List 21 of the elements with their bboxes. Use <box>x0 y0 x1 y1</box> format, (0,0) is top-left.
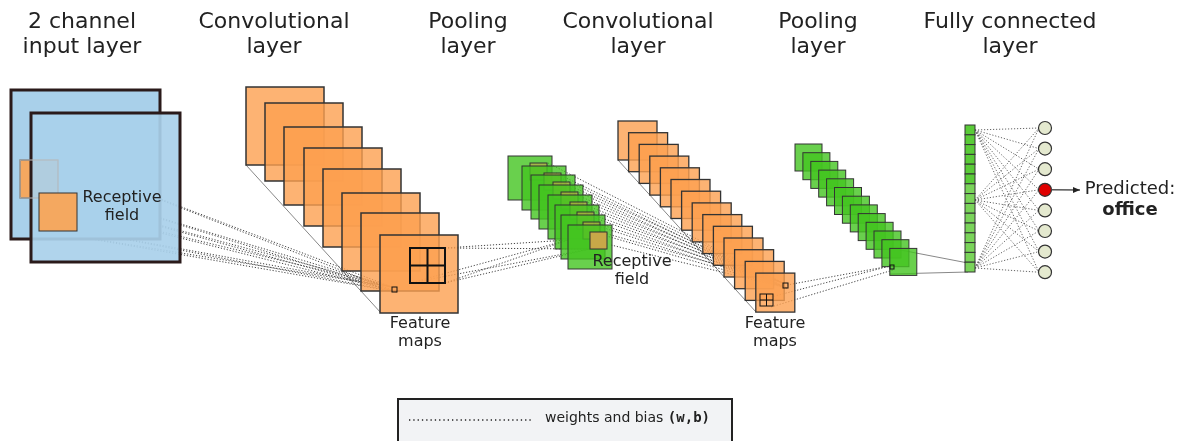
legend-text: weights and bias (w,b) <box>545 409 710 425</box>
layer-heading: Convolutional layer <box>561 8 715 59</box>
output-neuron <box>1037 120 1053 136</box>
feature-maps-label: Feature maps <box>743 314 807 351</box>
output-neuron <box>1037 265 1053 280</box>
layer-heading: Pooling layer <box>777 8 859 59</box>
layer-heading: Fully connected layer <box>922 8 1098 59</box>
predicted-class: office <box>1102 198 1158 220</box>
prediction-label: Predicted: <box>1084 178 1176 199</box>
output-neuron <box>1037 223 1053 239</box>
output-neuron <box>1037 244 1053 259</box>
output-neuron <box>1037 203 1053 218</box>
layer-heading: Pooling layer <box>427 8 509 59</box>
output-neuron <box>1037 162 1053 177</box>
layer-heading: Convolutional layer <box>197 8 351 59</box>
layer-heading: 2 channel input layer <box>21 8 143 59</box>
output-neuron <box>1037 141 1053 156</box>
receptive-field-label: Receptive field <box>81 188 163 225</box>
arrow <box>1050 186 1081 193</box>
predicted-neuron <box>1037 182 1053 197</box>
feature-maps-label: Feature maps <box>388 314 452 351</box>
